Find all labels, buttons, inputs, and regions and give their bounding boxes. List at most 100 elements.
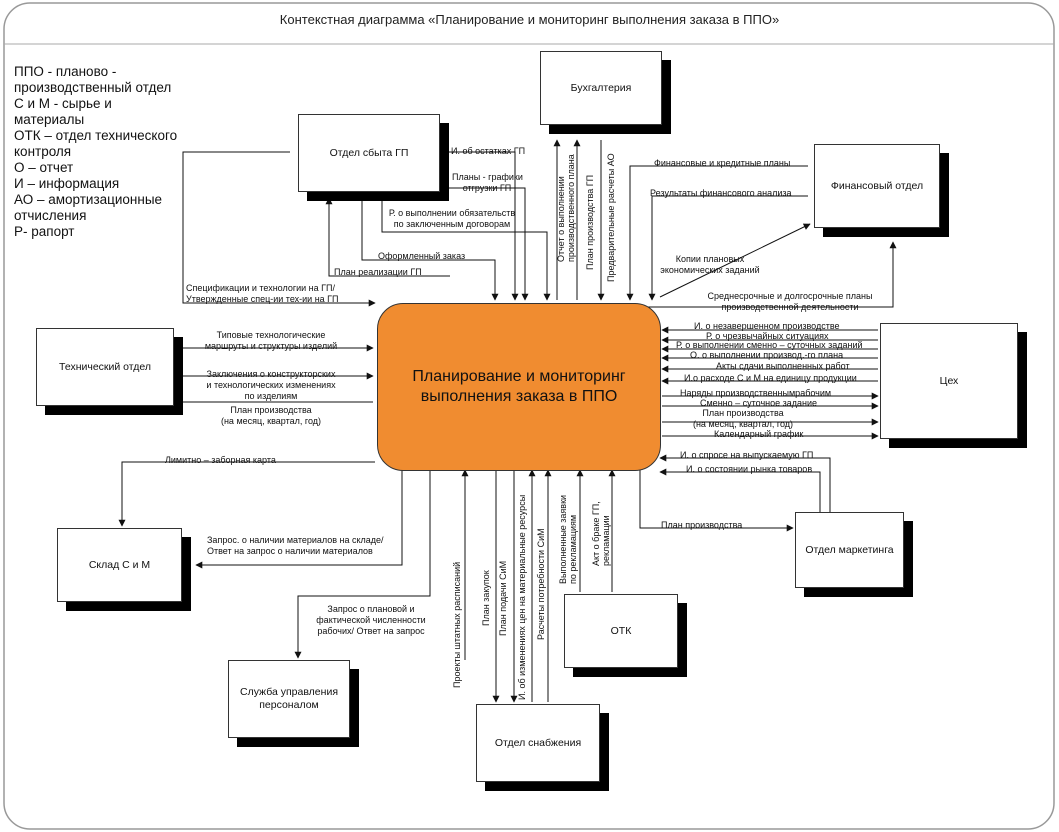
label-vypzayav: Выполненные заявки по рекламациям [558,495,578,584]
label-line: Выполненные заявки [558,494,568,584]
label-line: Планы - графики [452,172,523,182]
label-line: Копии плановых [675,254,745,264]
label-akt: Акт о браке ГП, рекламации [591,501,611,566]
legend-line: И – информация [14,176,120,191]
label-line: фактической численности [316,615,426,625]
legend-line: материалы [14,112,85,127]
label-line: Отчет о выполнении [556,176,566,262]
label-line: по изделиям [244,391,298,401]
label-limit: Лимитно – заборная карта [165,455,276,465]
label-ceh-1: И. о незавершенном производстве [694,321,840,331]
label-zakup: План закупок [481,570,491,626]
label-realiz: План реализации ГП [334,267,422,277]
diagram-title: Контекстная диаграмма «Планирование и мо… [279,12,780,27]
box-label: Бухгалтерия [570,81,632,94]
label-ceh-7: Наряды производственнымрабочим [680,388,832,398]
box-otdel-sbyta: Отдел сбыта ГП [298,114,440,192]
box-label: Отдел снабжения [494,736,582,749]
box-label: персоналом [259,699,319,711]
box-fin-otdel: Финансовый отдел [814,144,940,228]
label-line: рекламации [601,515,611,566]
center-process: Планирование и мониторинг выполнения зак… [377,303,661,471]
label-ceh-4: О. о выполнении производ.-го плана [690,350,844,360]
label-rasch: Расчеты потребности СиМ [536,528,546,640]
center-title-line1: Планирование и мониторинг [412,368,626,385]
label-tipov: Типовые технологические маршруты и струк… [196,330,346,352]
label-line: Р. о выполнении обязательств [388,208,516,218]
label-spec: Спецификации и технологии на ГП/ Утвержд… [186,283,339,305]
label-rvyp: Р. о выполнении обязательств по заключен… [382,208,522,230]
legend-line: производственный отдел [14,80,172,95]
label-ceh-2: Р. о чрезвычайных ситуациях [706,331,829,341]
label-line: производственного плана [566,154,576,262]
label-planpr: План производства ГП [585,174,595,270]
label-line: рабочих/ Ответ на запрос [317,626,425,636]
label-planpt: План производства (на месяц, квартал, го… [196,405,346,427]
label-line: отгрузки ГП [462,183,512,193]
label-shtat: Проекты штатных расписаний [452,561,462,688]
box-label: Отдел сбыта ГП [329,146,409,159]
label-ceh-10: Календарный график [714,429,804,439]
legend-line: отчисления [14,208,87,223]
label-izmen: И. об изменениях цен на материальные рес… [517,494,527,700]
box-buhgalteria: Бухгалтерия [540,51,662,125]
label-zakaz: Оформленный заказ [378,251,466,261]
label-finres: Результаты финансового анализа [650,188,792,198]
legend-line: О – отчет [14,160,74,175]
label-line: по рекламациям [568,514,578,584]
label-line: Среднесрочные и долгосрочные планы [707,291,873,301]
legend-line: С и М - сырье и [14,96,112,111]
box-sklad: Склад С и М [57,528,182,602]
box-label: ОТК [610,624,632,637]
legend-line: АО – амортизационные [14,192,163,207]
box-label: Финансовый отдел [830,179,924,192]
box-label: Служба управления [239,686,339,698]
label-line: экономических заданий [660,265,760,275]
label-kopii: Копии плановых экономических заданий [650,254,770,276]
label-srednesr: Среднесрочные и долгосрочные планы произ… [700,291,880,313]
label-line: Спецификации и технологии на ГП/ [186,283,335,293]
label-line: Типовые технологические [216,330,326,340]
label-otchet: Отчет о выполнении производственного пла… [556,154,576,262]
label-line: Акт о браке ГП, [591,501,601,566]
label-fincred: Финансовые и кредитные планы [654,158,791,168]
label-line: маршруты и структуры изделий [204,341,338,351]
label-zakl: Заключения о конструкторских и технологи… [196,369,346,402]
label-line: и технологических изменениях [206,380,336,390]
box-otk: ОТК [564,594,678,668]
box-label: Цех [939,374,959,387]
label-line: по заключенным договорам [393,219,511,229]
center-title-line2: выполнения заказа в ППО [420,388,618,405]
legend-line: ОТК – отдел технического [14,128,178,143]
legend-line: контроля [14,144,72,159]
box-label: Технический отдел [59,360,151,373]
box-snabzhenie: Отдел снабжения [476,704,600,782]
label-line: (на месяц, квартал, год) [692,419,794,429]
label-ceh-5: Акты сдачи выполненных работ [716,361,850,371]
label-ceh-8: Сменно – суточное задание [700,398,818,408]
label-line: (на месяц, квартал, год) [220,416,322,426]
label-line: План производства [230,405,312,415]
box-tech-otdel: Технический отдел [36,328,174,406]
label-ceh-6: И.о расходе С и М на единицу продукции [684,373,857,383]
box-marketing: Отдел маркетинга [795,512,904,588]
label-plany: Планы - графики отгрузки ГП [452,172,523,194]
box-ceh: Цех [880,323,1018,439]
label-market-2: И. о состоянии рынка товаров [686,464,813,474]
label-ceh-3: Р. о выполнении сменно – суточных задани… [676,340,863,350]
box-label: Склад С и М [88,558,151,571]
legend-line: ППО - планово - [14,64,117,79]
label-podachi: План подачи СиМ [498,560,508,636]
box-hr: Служба управления персоналом [228,660,350,738]
label-line: Запрос о плановой и [327,604,415,614]
label-market-3: План производства [661,520,743,530]
label-zapros: Запрос. о наличии материалов на складе/ … [207,535,384,557]
label-line: Ответ на запрос о наличии материалов [207,546,373,556]
legend: ППО - планово - производственный отдел С… [14,64,177,240]
label-market-1: И. о спросе на выпускаемую ГП [680,450,814,460]
label-ceh-9: План производства (на месяц, квартал, го… [688,408,798,430]
legend-line: Р- рапорт [14,224,75,239]
label-line: Утвержденные спец-ии тех-ии на ГП [186,294,339,304]
label-line: производственной деятельности [721,302,859,312]
label-line: Запрос. о наличии материалов на складе/ [207,535,384,545]
